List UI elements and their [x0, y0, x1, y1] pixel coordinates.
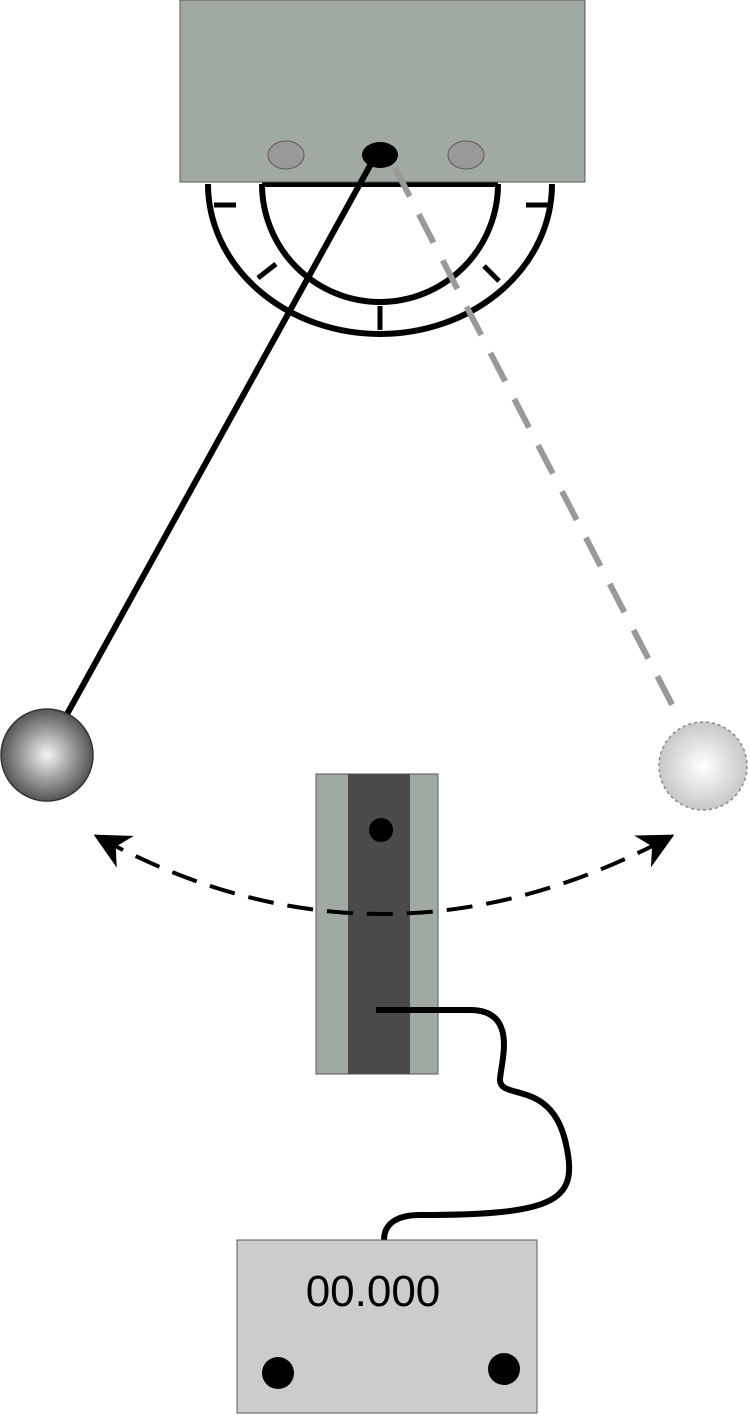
timer-display: 00.000	[306, 1267, 441, 1316]
mount-right-screw	[447, 140, 485, 170]
protractor-tick-4	[482, 264, 501, 283]
protractor-tick-2	[256, 262, 278, 280]
pivot-point	[362, 142, 398, 168]
pendulum-string	[63, 160, 375, 718]
pendulum-bob	[0, 708, 94, 802]
timer-unit: 00.000	[236, 1239, 538, 1414]
swing-arc-arrow	[93, 834, 675, 916]
light-gate-sensor	[369, 818, 393, 842]
protractor-inner-arc	[259, 183, 501, 305]
pendulum-start-string	[392, 166, 683, 722]
protractor-outer-arc	[205, 183, 555, 337]
timer-right-terminal	[488, 1353, 520, 1385]
pendulum-start-bob	[658, 721, 748, 811]
protractor-scale	[205, 181, 555, 337]
mount-left-screw	[267, 140, 305, 170]
timer-cable	[376, 1007, 573, 1241]
light-gate	[315, 773, 439, 1075]
timer-left-terminal	[262, 1357, 294, 1389]
